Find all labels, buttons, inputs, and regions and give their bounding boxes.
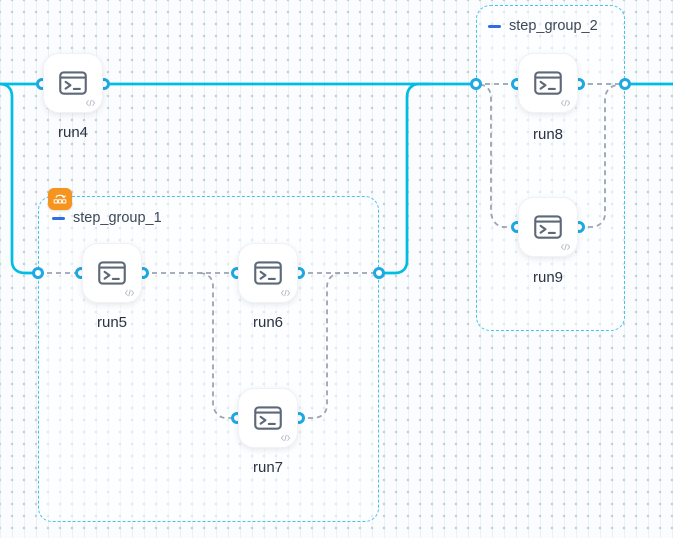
- task-node-run7[interactable]: [238, 388, 298, 448]
- step-group-2-label: step_group_2: [509, 18, 598, 34]
- task-node-run4[interactable]: [43, 53, 103, 113]
- task-node-run9[interactable]: [518, 197, 578, 257]
- terminal-icon: [98, 261, 126, 285]
- port-group1-in[interactable]: [32, 267, 44, 279]
- terminal-icon: [534, 215, 562, 239]
- code-icon: [560, 243, 571, 251]
- minus-icon: [51, 216, 65, 220]
- collapse-group-2-button[interactable]: [487, 19, 501, 33]
- step-group-1-header: step_group_1: [51, 210, 162, 226]
- node-label-run4: run4: [57, 124, 89, 141]
- port-group2-in[interactable]: [470, 78, 482, 90]
- minus-icon: [487, 24, 501, 28]
- edge-in-to-stepgroup1: [0, 82, 38, 275]
- task-node-run5[interactable]: [82, 243, 142, 303]
- task-node-run6[interactable]: [238, 243, 298, 303]
- code-icon: [280, 289, 291, 297]
- terminal-icon: [254, 261, 282, 285]
- node-label-run9: run9: [532, 269, 564, 286]
- code-icon: [560, 99, 571, 107]
- node-label-run5: run5: [96, 314, 128, 331]
- port-group2-out[interactable]: [619, 78, 631, 90]
- edge-stepgroup1-to-stepgroup2: [379, 82, 430, 275]
- code-icon: [85, 99, 96, 107]
- terminal-icon: [534, 71, 562, 95]
- node-label-run6: run6: [252, 314, 284, 331]
- task-node-run8[interactable]: [518, 53, 578, 113]
- port-group1-out[interactable]: [373, 267, 385, 279]
- step-group-1-label: step_group_1: [73, 210, 162, 226]
- collapse-group-1-button[interactable]: [51, 211, 65, 225]
- node-label-run8: run8: [532, 126, 564, 143]
- terminal-icon: [59, 71, 87, 95]
- terminal-icon: [254, 406, 282, 430]
- loop-badge-icon: [48, 188, 72, 210]
- code-icon: [124, 289, 135, 297]
- node-label-run7: run7: [252, 459, 284, 476]
- step-group-2-header: step_group_2: [487, 18, 598, 34]
- code-icon: [280, 434, 291, 442]
